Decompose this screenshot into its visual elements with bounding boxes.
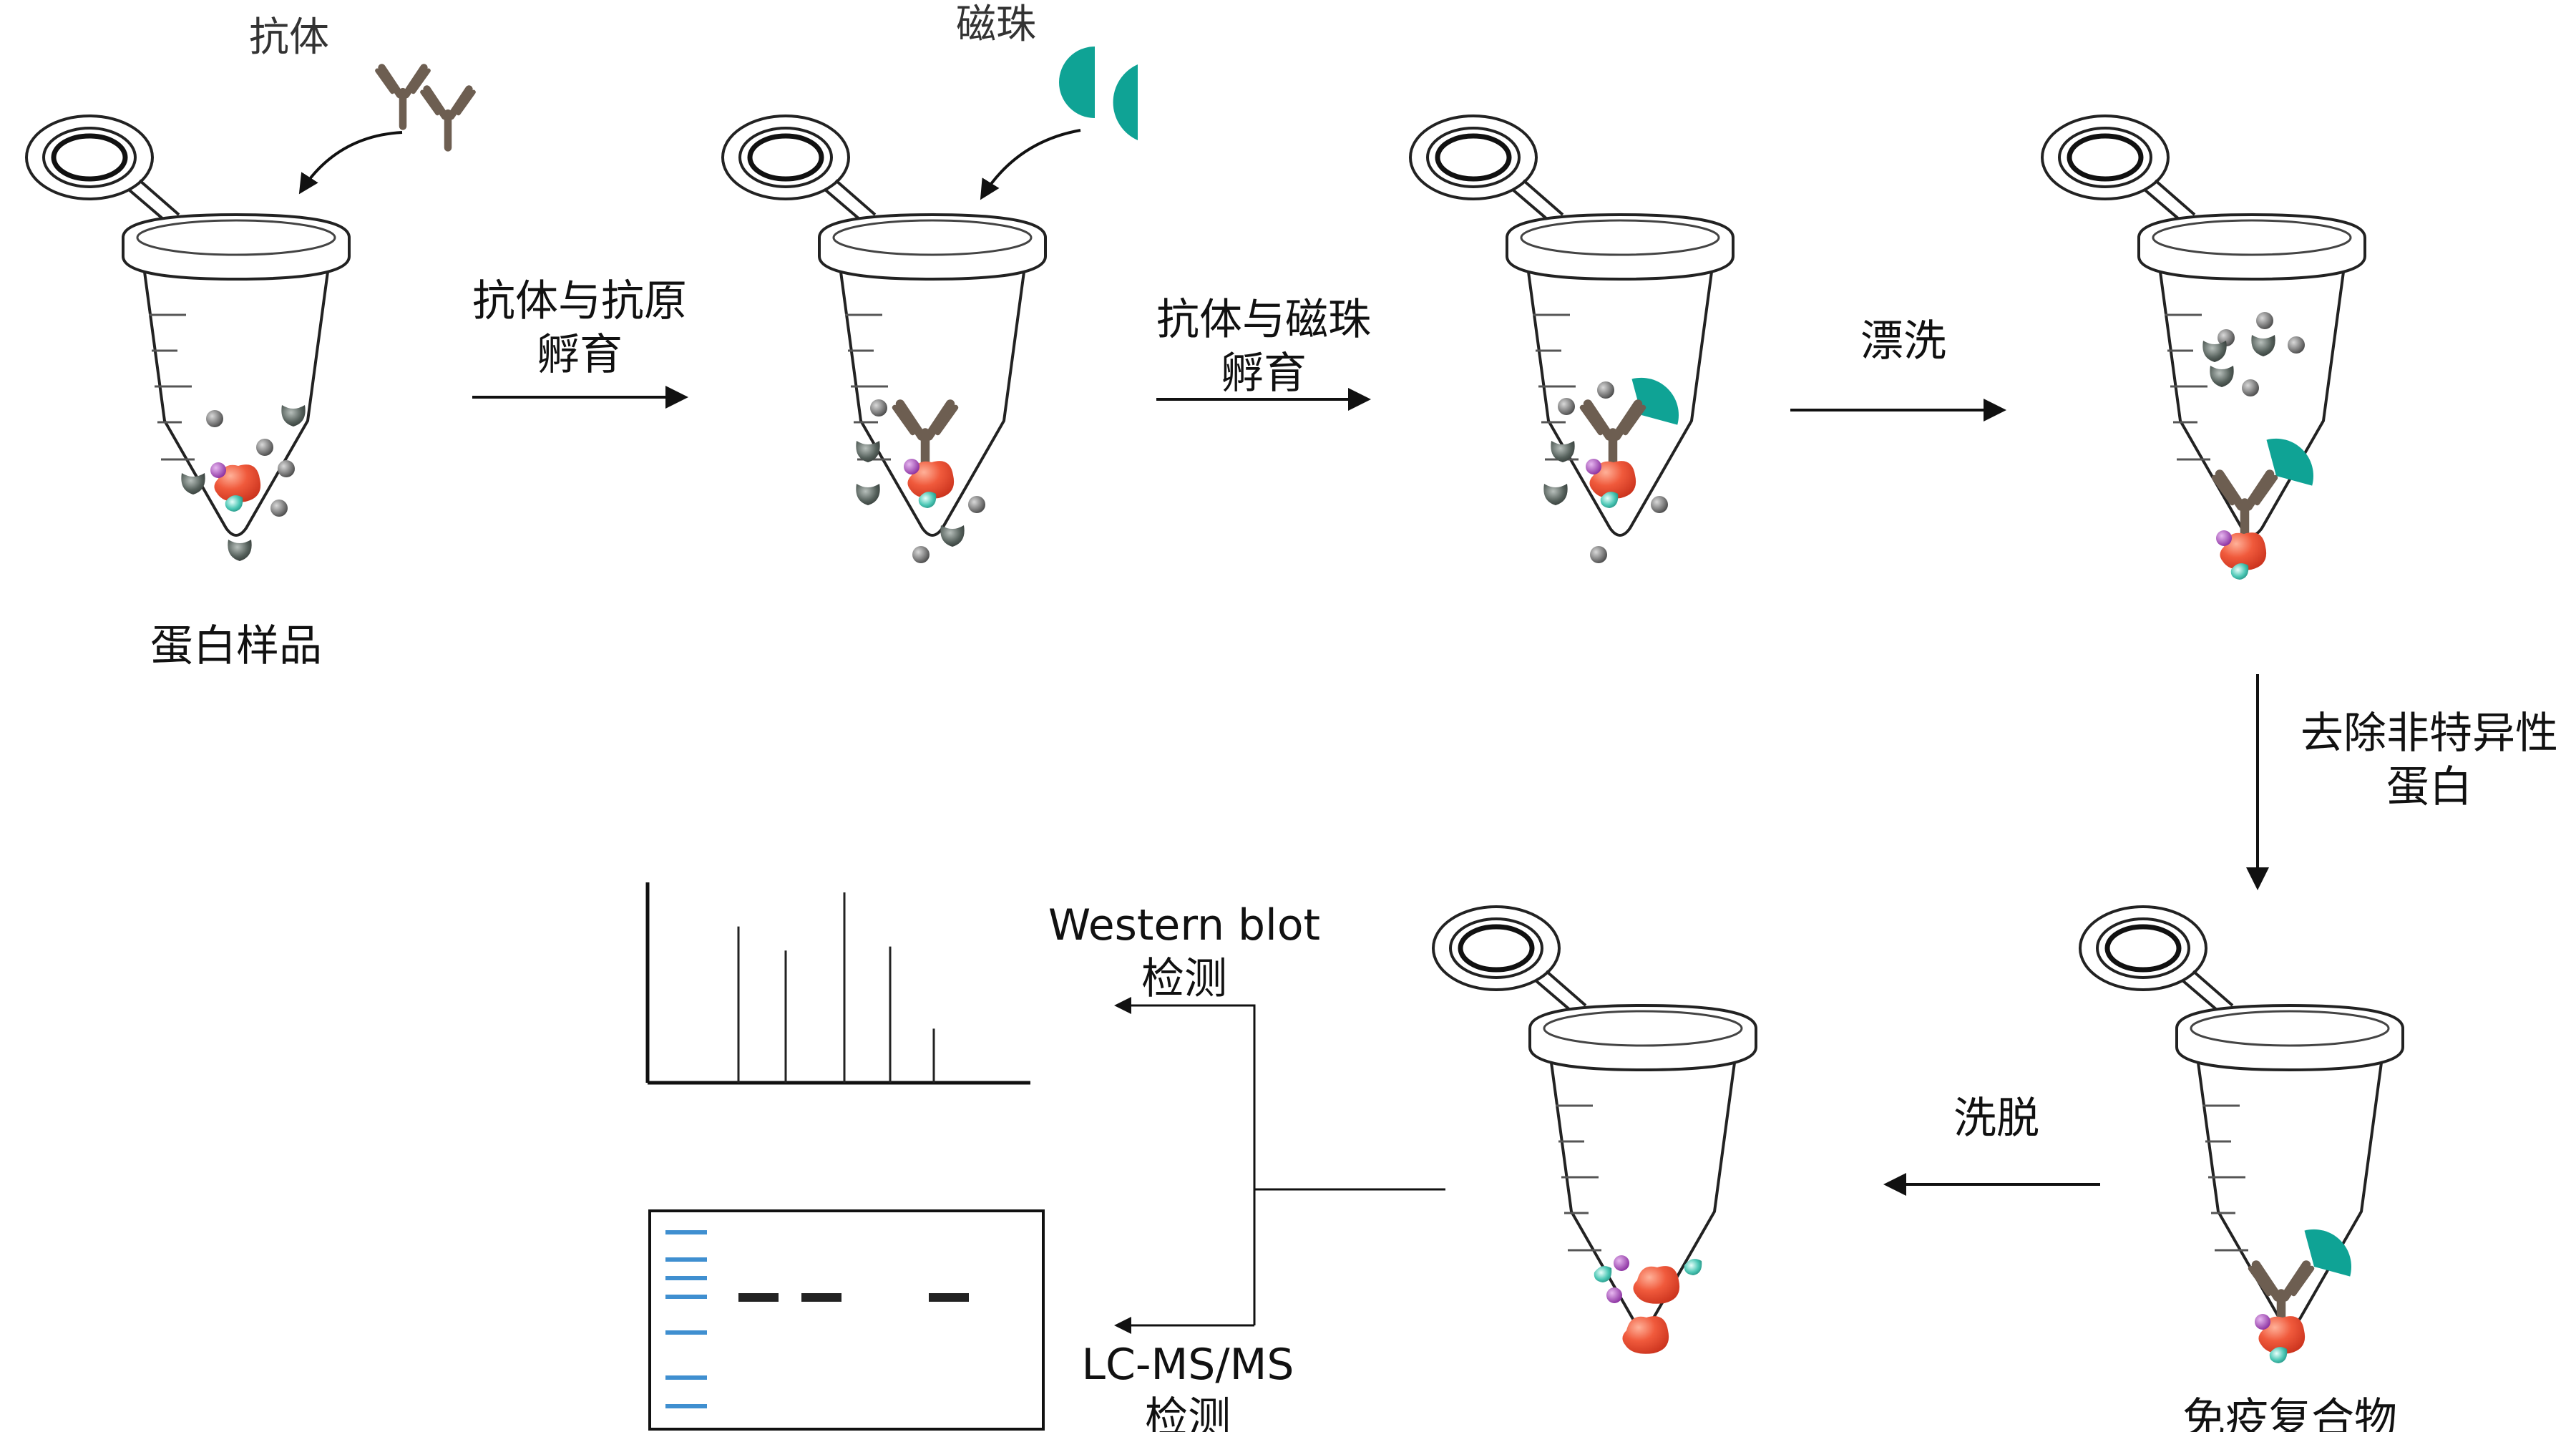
- step2-line2: 孵育: [1221, 349, 1307, 399]
- gel-ladder-band-4: [665, 1295, 707, 1299]
- step2-line1: 抗体与磁珠: [1156, 295, 1371, 345]
- step2-label: 抗体与磁珠 孵育: [1135, 293, 1392, 401]
- step1-label: 抗体与抗原 孵育: [451, 275, 708, 382]
- gel-frame: [648, 1209, 1045, 1431]
- beads-label: 磁珠: [956, 1, 1036, 48]
- western-blot-label: Western blot 检测: [998, 899, 1370, 1006]
- sample-label: 蛋白样品: [150, 621, 322, 671]
- tube-antibody-antigen: [723, 116, 1045, 563]
- elution-label: 洗脱: [1953, 1094, 2039, 1144]
- tube-sample: [26, 116, 349, 561]
- tube-washed: [2042, 116, 2365, 580]
- gel-ladder-band-7: [665, 1404, 707, 1408]
- gel-ladder-band-3: [665, 1276, 707, 1280]
- tube-bead-binding: [1410, 116, 1733, 563]
- antibody-add-arrow: [298, 131, 403, 195]
- gel-sample-band-4: [929, 1293, 969, 1302]
- gel-sample-band-2: [801, 1293, 841, 1302]
- step4-line1: 去除非特异性: [2301, 708, 2558, 759]
- step4-line2: 蛋白: [2386, 762, 2472, 812]
- western-blot-gel: [648, 1209, 1045, 1431]
- antibody-legend-icon: [377, 68, 473, 148]
- gel-ladder-band-6: [665, 1375, 707, 1380]
- antibody-label: 抗体: [249, 14, 329, 61]
- gel-sample-band-1: [738, 1293, 779, 1302]
- step3-label: 漂洗: [1860, 316, 1946, 366]
- beads-legend-icon: [1059, 47, 1138, 140]
- lcms-line2: 检测: [1145, 1393, 1231, 1432]
- lcms-line1: LC-MS/MS: [1081, 1340, 1294, 1390]
- beads-add-arrow: [980, 129, 1081, 200]
- tube-eluted: [1433, 907, 1756, 1354]
- step1-line1: 抗体与抗原: [472, 276, 687, 326]
- lcms-label: LC-MS/MS 检测: [1023, 1338, 1352, 1432]
- analysis-branch-connector: [1114, 997, 1445, 1334]
- tube-immune-complex: [2080, 907, 2403, 1363]
- step1-line2: 孵育: [537, 330, 623, 380]
- immune-complex-label: 免疫复合物: [2182, 1394, 2397, 1432]
- gel-ladder-band-2: [665, 1257, 707, 1262]
- western-line2: 检测: [1141, 954, 1227, 1004]
- gel-ladder-band-1: [665, 1230, 707, 1234]
- step4-label: 去除非特异性 蛋白: [2279, 707, 2576, 814]
- western-line1: Western blot: [1048, 900, 1321, 950]
- mass-spectrum-plot: [645, 882, 1030, 1085]
- gel-ladder-band-5: [665, 1330, 707, 1335]
